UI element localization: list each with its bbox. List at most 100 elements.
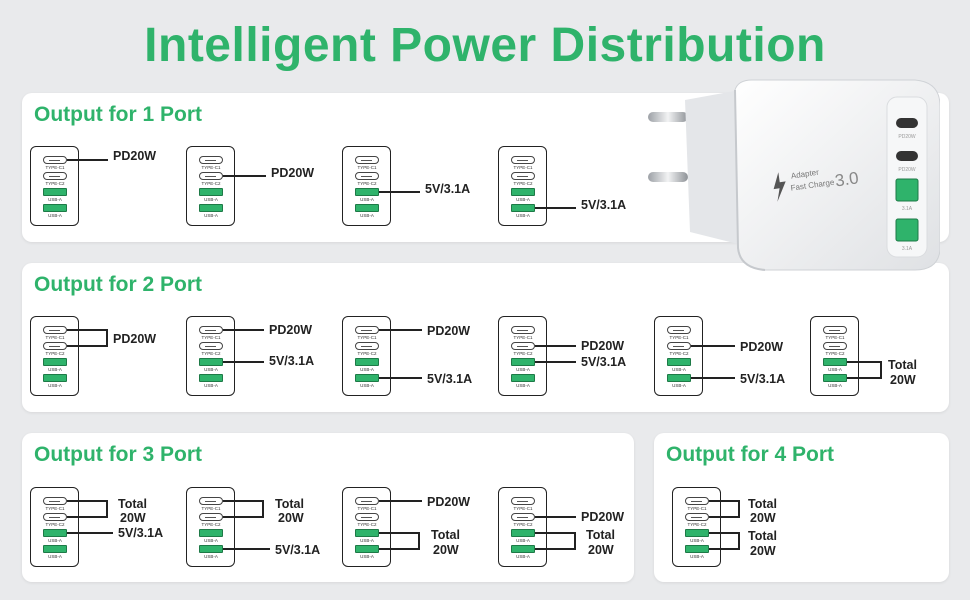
connector-line bbox=[709, 500, 738, 502]
port-label: TYPE-C2 bbox=[687, 522, 707, 527]
output-label: 5V/3.1A bbox=[581, 198, 627, 212]
usb-a-slot-icon bbox=[667, 358, 691, 366]
connector-line bbox=[535, 345, 576, 347]
usb-c-port-icon bbox=[896, 118, 918, 128]
output-label: 20W bbox=[278, 511, 304, 525]
usb-a-slot-icon bbox=[43, 358, 67, 366]
connector-line bbox=[262, 500, 264, 518]
port-label: TYPE-C2 bbox=[669, 351, 689, 356]
port-label: TYPE-C2 bbox=[825, 351, 845, 356]
usb-a-slot-icon bbox=[43, 204, 67, 212]
port-label: TYPE-C2 bbox=[357, 351, 377, 356]
port-label: TYPE-C2 bbox=[357, 181, 377, 186]
connector-line bbox=[379, 548, 418, 550]
port-label: TYPE-C1 bbox=[687, 506, 707, 511]
port-label: TYPE-C1 bbox=[357, 506, 377, 511]
usb-a-slot-icon bbox=[511, 188, 535, 196]
usb-a-slot-icon bbox=[511, 358, 535, 366]
port-label: USB-A bbox=[204, 383, 218, 388]
product-port-label: 3.1A bbox=[902, 206, 913, 212]
port-label: USB-A bbox=[828, 367, 842, 372]
port-label: USB-A bbox=[360, 197, 374, 202]
usb-a-slot-icon bbox=[355, 529, 379, 537]
output-label: 20W bbox=[433, 543, 459, 557]
usb-c-slot-icon bbox=[43, 326, 67, 334]
usb-c-slot-icon bbox=[511, 497, 535, 505]
connector-line bbox=[67, 159, 108, 161]
port-label: TYPE-C1 bbox=[45, 165, 65, 170]
connector-line bbox=[223, 361, 264, 363]
connector-line bbox=[223, 500, 262, 502]
panel-title: Output for 4 Port bbox=[666, 443, 834, 466]
port-label: USB-A bbox=[204, 538, 218, 543]
usb-a-slot-icon bbox=[511, 545, 535, 553]
port-label: USB-A bbox=[48, 197, 62, 202]
output-label: PD20W bbox=[581, 510, 625, 524]
port-label: USB-A bbox=[360, 538, 374, 543]
usb-c-slot-icon bbox=[685, 497, 709, 505]
connector-line bbox=[67, 329, 106, 331]
usb-c-slot-icon bbox=[43, 513, 67, 521]
usb-a-slot-icon bbox=[43, 374, 67, 382]
port-label: USB-A bbox=[204, 554, 218, 559]
port-label: USB-A bbox=[690, 554, 704, 559]
usb-a-slot-icon bbox=[199, 204, 223, 212]
output-label: 20W bbox=[588, 543, 614, 557]
output-label: PD20W bbox=[271, 166, 315, 180]
usb-a-slot-icon bbox=[685, 545, 709, 553]
connector-line bbox=[67, 345, 106, 347]
output-label: Total bbox=[586, 528, 615, 542]
usb-c-slot-icon bbox=[823, 342, 847, 350]
port-label: USB-A bbox=[516, 367, 530, 372]
port-label: USB-A bbox=[48, 213, 62, 218]
port-label: USB-A bbox=[516, 197, 530, 202]
usb-a-slot-icon bbox=[43, 545, 67, 553]
connector-line bbox=[847, 361, 880, 363]
product-port-label: 3.1A bbox=[902, 246, 913, 252]
usb-a-slot-icon bbox=[355, 188, 379, 196]
connector-line bbox=[691, 345, 735, 347]
usb-c-slot-icon bbox=[355, 156, 379, 164]
port-label: TYPE-C2 bbox=[513, 181, 533, 186]
usb-c-slot-icon bbox=[511, 342, 535, 350]
usb-c-slot-icon bbox=[199, 156, 223, 164]
connector-line bbox=[223, 329, 264, 331]
connector-line bbox=[738, 532, 740, 550]
connector-line bbox=[223, 548, 270, 550]
usb-c-slot-icon bbox=[355, 326, 379, 334]
usb-a-slot-icon bbox=[355, 204, 379, 212]
usb-a-slot-icon bbox=[199, 374, 223, 382]
output-label: 5V/3.1A bbox=[425, 182, 471, 196]
port-label: TYPE-C1 bbox=[357, 335, 377, 340]
output-label: Total bbox=[748, 529, 777, 543]
output-label: 20W bbox=[750, 511, 776, 525]
connector-line bbox=[418, 532, 420, 550]
usb-a-slot-icon bbox=[823, 374, 847, 382]
usb-c-slot-icon bbox=[823, 326, 847, 334]
usb-a-slot-icon bbox=[823, 358, 847, 366]
port-label: TYPE-C1 bbox=[201, 506, 221, 511]
port-label: USB-A bbox=[204, 213, 218, 218]
panel-title: Output for 3 Port bbox=[34, 443, 202, 466]
usb-c-slot-icon bbox=[355, 497, 379, 505]
connector-line bbox=[223, 175, 266, 177]
output-label: PD20W bbox=[427, 324, 471, 338]
port-label: USB-A bbox=[516, 213, 530, 218]
usb-a-slot-icon bbox=[511, 529, 535, 537]
usb-a-port-icon bbox=[895, 178, 919, 202]
output-label: PD20W bbox=[740, 340, 784, 354]
output-label: PD20W bbox=[427, 495, 471, 509]
